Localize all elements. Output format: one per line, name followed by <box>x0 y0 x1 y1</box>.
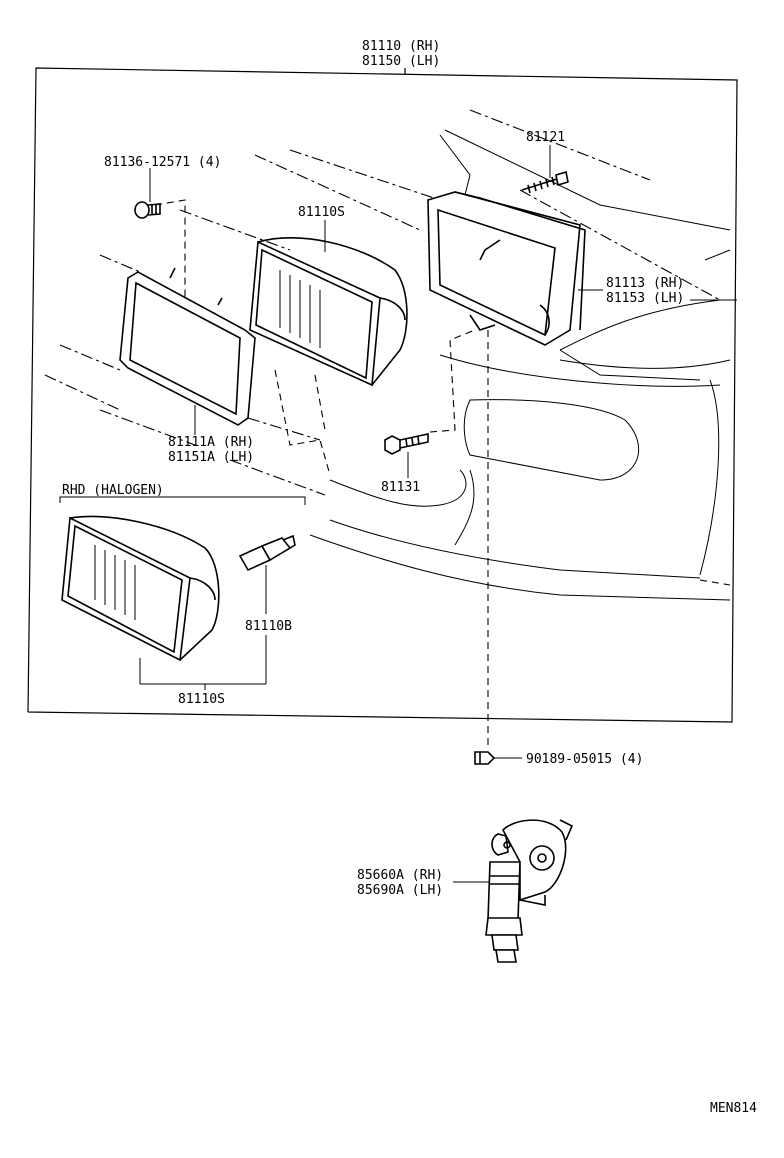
assembly-frame <box>27 67 738 723</box>
fog-lamp-housing <box>427 191 586 346</box>
header-part-lh-label: 81150 (LH) <box>362 54 440 69</box>
screw-81136 <box>134 201 161 219</box>
fog-lamp-gasket <box>119 267 256 426</box>
bulb-81110b <box>238 534 296 572</box>
housing-rh-label: 81113 (RH) <box>606 276 684 291</box>
screw-81136-label: 81136-12571 (4) <box>104 155 221 170</box>
diagram-code-label: MEN814 <box>710 1101 757 1116</box>
switch-rh-label: 85660A (RH) <box>357 868 443 883</box>
clip-90189-label: 90189-05015 (4) <box>526 752 643 767</box>
bumper-contour <box>44 109 731 601</box>
bolt-81131 <box>384 433 429 455</box>
rhd-halogen-bracket <box>59 496 306 505</box>
fog-lamp-switch <box>485 819 574 963</box>
rhd-leader-lines <box>139 565 267 690</box>
bulb-81110b-label: 81110B <box>245 619 292 634</box>
screw-81121-label: 81121 <box>526 130 565 145</box>
bolt-81131-label: 81131 <box>381 480 420 495</box>
fog-lamp-unit-rhd-label: 81110S <box>178 692 225 707</box>
rhd-halogen-label: RHD (HALOGEN) <box>62 483 164 498</box>
clip-90189 <box>474 751 496 765</box>
switch-lh-label: 85690A (LH) <box>357 883 443 898</box>
header-part-rh-label: 81110 (RH) <box>362 39 440 54</box>
fog-lamp-unit-top <box>249 236 408 387</box>
screw-81121 <box>521 170 569 194</box>
gasket-lh-label: 81151A (LH) <box>168 450 254 465</box>
housing-lh-label: 81153 (LH) <box>606 291 684 306</box>
fog-lamp-unit-top-label: 81110S <box>298 205 345 220</box>
fog-lamp-unit-rhd <box>61 515 220 662</box>
gasket-rh-label: 81111A (RH) <box>168 435 254 450</box>
leader-lines <box>149 145 737 883</box>
